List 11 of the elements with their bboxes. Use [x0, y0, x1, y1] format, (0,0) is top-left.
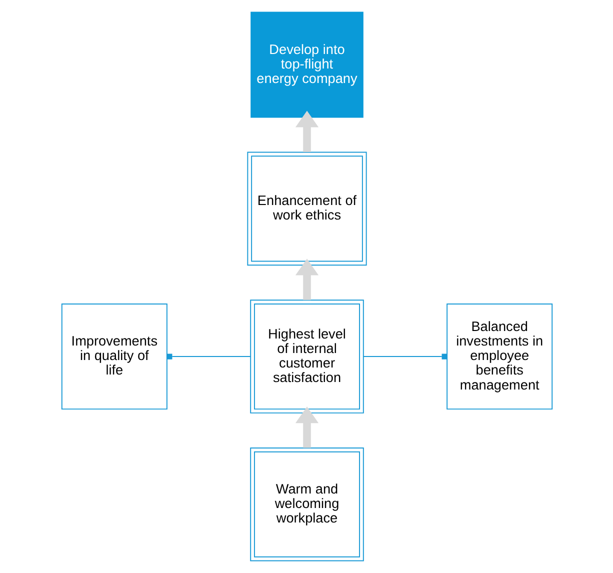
node-box: Improvements in quality of life: [60, 304, 167, 410]
node-box: Develop into top-flight energy company: [250, 12, 363, 118]
arrow: [294, 110, 318, 152]
connector: [166, 354, 250, 360]
node-box: Highest level of internal customer satisfaction: [250, 300, 364, 414]
node-box: Balanced investments in employee benefits management: [446, 304, 552, 410]
arrow: [294, 406, 318, 448]
connector: [362, 354, 447, 360]
node-box: Warm and welcoming workplace: [250, 447, 364, 562]
arrow: [294, 258, 318, 300]
node-box: Enhancement of work ethics: [246, 152, 366, 266]
